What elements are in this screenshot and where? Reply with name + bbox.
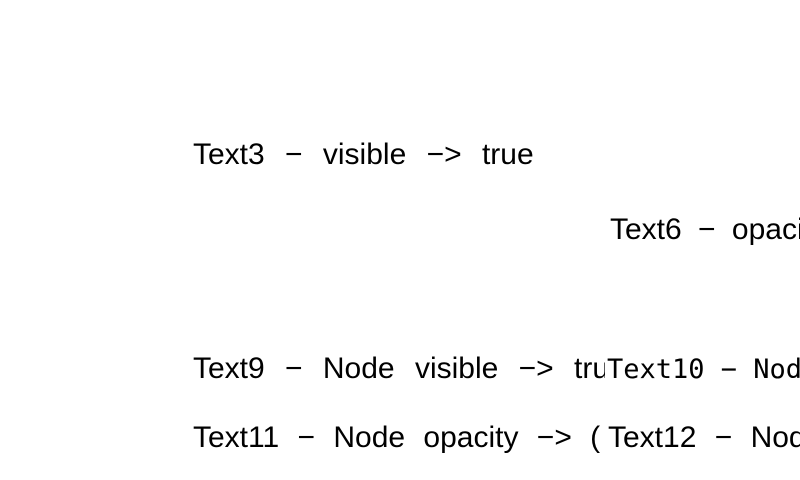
text9-label: Text9 − Node visible −> true bbox=[193, 354, 605, 384]
text3-label: Text3 − visible −> true bbox=[193, 138, 534, 171]
text6-label: Text6 − opacity bbox=[610, 213, 800, 246]
text11-label: Text11 − Node opacity −> ( bbox=[193, 423, 601, 453]
text10-label: Text10 − Node bbox=[607, 354, 800, 385]
text12-label: Text12 − Node bbox=[608, 421, 800, 454]
